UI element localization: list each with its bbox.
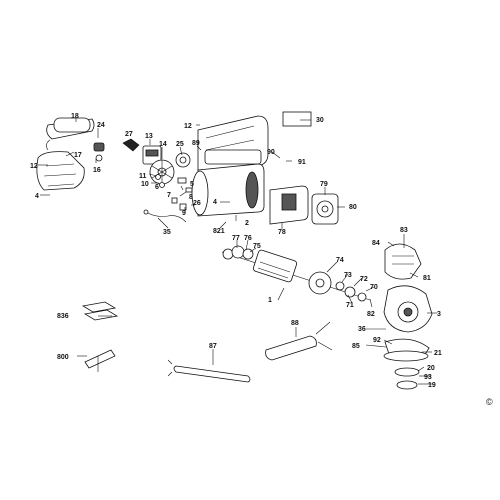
- part-label-6: 6: [155, 184, 159, 191]
- spring-ring-drawing: [175, 152, 191, 168]
- part-label-70: 70: [370, 284, 378, 291]
- side-handle-88-drawing: [265, 321, 333, 361]
- part-label-8: 8: [189, 194, 193, 201]
- part-label-25: 25: [176, 141, 184, 148]
- rear-housing-drawing: [36, 151, 85, 191]
- part-label-85: 85: [352, 343, 360, 350]
- part-label-74: 74: [336, 257, 344, 264]
- part-label-36: 36: [358, 326, 366, 333]
- gear-case-drawing: [383, 285, 433, 333]
- part-label-7: 7: [167, 192, 171, 199]
- part-label-87: 87: [209, 343, 217, 350]
- part-label-5: 5: [190, 181, 194, 188]
- stator-drawing: [191, 163, 265, 217]
- part-label-4: 4: [213, 199, 217, 206]
- part-label-93: 93: [424, 374, 432, 381]
- part-label-9: 9: [182, 210, 186, 217]
- pin-spanner-drawing: [167, 359, 251, 383]
- part-label-81: 81: [423, 275, 431, 282]
- part-label-30: 30: [316, 117, 324, 124]
- part-label-16: 16: [93, 167, 101, 174]
- field-drawing: [269, 185, 309, 225]
- part-label-73: 73: [344, 272, 352, 279]
- part-label-17: 17: [74, 152, 82, 159]
- part-label-35: 35: [163, 229, 171, 236]
- part-label-75: 75: [253, 243, 261, 250]
- part-label-82: 82: [367, 311, 375, 318]
- part-label-10: 10: [141, 181, 149, 188]
- switch-drawing: [93, 142, 105, 162]
- fan-drawing: [149, 159, 175, 185]
- part-label-26: 26: [193, 200, 201, 207]
- accessory-836-drawing: [81, 301, 119, 321]
- part-label-4: 4: [35, 193, 39, 200]
- part-label-83: 83: [400, 227, 408, 234]
- flange-nut-drawing: [394, 367, 420, 390]
- part-label-72: 72: [360, 276, 368, 283]
- cable-drawing: [143, 209, 187, 223]
- part-label-14: 14: [159, 141, 167, 148]
- part-label-79: 79: [320, 181, 328, 188]
- part-label-24: 24: [97, 122, 105, 129]
- part-label-84: 84: [372, 240, 380, 247]
- brush-holder-drawing: [122, 138, 162, 165]
- part-label-77: 77: [232, 235, 240, 242]
- guard-drawing: [383, 338, 430, 362]
- motor-housing-drawing: [197, 115, 269, 177]
- part-label-88: 88: [291, 320, 299, 327]
- side-handle-drawing: [46, 117, 95, 151]
- part-label-3: 3: [437, 311, 441, 318]
- part-label-92: 92: [373, 337, 381, 344]
- part-label-19: 19: [428, 382, 436, 389]
- gear-cover-drawing: [384, 243, 422, 280]
- part-label-76: 76: [244, 235, 252, 242]
- part-label-90: 90: [267, 149, 275, 156]
- part-label-20: 20: [427, 365, 435, 372]
- part-label-18: 18: [71, 113, 79, 120]
- part-label-27: 27: [125, 131, 133, 138]
- bearing-flange-drawing: [311, 193, 339, 225]
- label-plate-drawing: [282, 111, 312, 127]
- part-label-71: 71: [346, 302, 354, 309]
- part-label-11: 11: [139, 173, 147, 180]
- part-label-821: 821: [213, 228, 225, 235]
- part-label-89: 89: [192, 140, 200, 147]
- part-label-800: 800: [57, 354, 69, 361]
- part-label-13: 13: [145, 133, 153, 140]
- part-labels: 18 24 17 12 16 4 27 13 14 25 12 89 11 10…: [30, 113, 442, 389]
- part-label-78: 78: [278, 229, 286, 236]
- armature-drawing: [221, 245, 371, 302]
- part-label-91: 91: [298, 159, 306, 166]
- part-label-836: 836: [57, 313, 69, 320]
- part-label-2: 2: [245, 220, 249, 227]
- part-label-12: 12: [184, 123, 192, 130]
- part-label-21: 21: [434, 350, 442, 357]
- part-label-12: 12: [30, 163, 38, 170]
- leader-lines: [38, 118, 437, 385]
- accessory-800-drawing: [84, 349, 116, 372]
- part-label-80: 80: [349, 204, 357, 211]
- copyright-mark: ©: [486, 397, 493, 407]
- part-label-1: 1: [268, 297, 272, 304]
